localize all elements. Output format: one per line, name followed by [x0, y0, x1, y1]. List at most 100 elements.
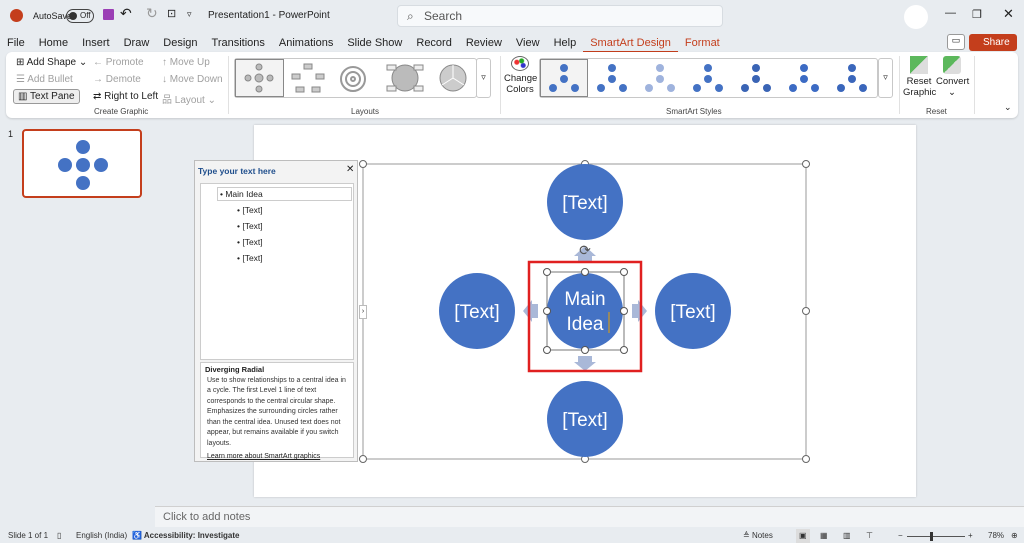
normal-view-icon[interactable]: ▣: [796, 529, 810, 543]
present-icon[interactable]: ⊡: [167, 8, 177, 20]
list-item[interactable]: • [Text]: [237, 237, 263, 247]
layout-button[interactable]: 品 Layout ⌄: [162, 95, 216, 106]
layouts-more-button[interactable]: ▿: [476, 58, 491, 98]
demote-button[interactable]: → Demote: [93, 74, 141, 85]
account-avatar[interactable]: [904, 5, 928, 29]
smartart-style-option[interactable]: [828, 59, 876, 97]
convert-button[interactable]: Convert⌄: [936, 56, 969, 98]
shape-text-center-line1[interactable]: Main: [564, 289, 605, 310]
reading-view-icon[interactable]: ▥: [843, 531, 851, 540]
tab-slide-show[interactable]: Slide Show: [347, 37, 403, 49]
add-bullet-button[interactable]: ☰ Add Bullet: [16, 74, 73, 85]
customize-qat-icon[interactable]: ▿: [187, 9, 192, 19]
powerpoint-logo-icon: [10, 9, 23, 22]
notes-button[interactable]: ≜ Notes: [743, 531, 773, 540]
arrow-left: [523, 300, 538, 322]
shape-handles[interactable]: [543, 268, 628, 354]
list-item-main[interactable]: • Main Idea: [217, 187, 352, 201]
reset-graphic-button[interactable]: Reset Graphic: [903, 56, 936, 98]
list-item[interactable]: • [Text]: [237, 221, 263, 231]
layout-pie[interactable]: [429, 59, 476, 97]
tab-help[interactable]: Help: [553, 37, 577, 49]
tab-format[interactable]: Format: [684, 37, 720, 49]
promote-button[interactable]: ← Promote: [93, 57, 144, 68]
shape-text-bottom[interactable]: [Text]: [562, 410, 607, 431]
layouts-gallery: [234, 58, 477, 98]
undo-icon[interactable]: ↶: [120, 5, 132, 21]
tab-animations[interactable]: Animations: [278, 37, 334, 49]
right-to-left-button[interactable]: ⇄ Right to Left: [93, 91, 159, 102]
slide-thumbnail[interactable]: [22, 129, 142, 198]
zoom-slider-thumb[interactable]: [930, 532, 933, 541]
shape-text-right[interactable]: [Text]: [670, 302, 715, 323]
move-up-button[interactable]: ↑ Move Up: [162, 57, 210, 68]
text-pane-toggle-button[interactable]: ›: [359, 305, 367, 319]
slide-sorter-icon[interactable]: ▦: [820, 531, 828, 540]
autosave-toggle[interactable]: Off: [66, 9, 94, 23]
restore-icon[interactable]: ❐: [972, 9, 982, 21]
zoom-in-button[interactable]: +: [968, 531, 973, 540]
collapse-ribbon-icon[interactable]: ⌄: [1004, 102, 1012, 112]
tab-record[interactable]: Record: [416, 37, 452, 49]
save-icon[interactable]: [103, 9, 114, 20]
accessibility-status[interactable]: ♿ Accessibility: Investigate: [132, 531, 240, 540]
fit-slide-icon[interactable]: ⊕: [1011, 531, 1018, 540]
add-shape-button[interactable]: ⊞ Add Shape ⌄: [16, 57, 88, 68]
spelling-icon[interactable]: ▯: [57, 531, 62, 540]
zoom-out-button[interactable]: −: [898, 531, 903, 540]
shape-text-top[interactable]: [Text]: [562, 193, 607, 214]
tab-review[interactable]: Review: [465, 37, 502, 49]
share-button[interactable]: Share: [969, 34, 1017, 51]
zoom-level[interactable]: 78%: [988, 531, 1005, 540]
search-placeholder: Search: [424, 9, 463, 23]
notes-pane[interactable]: Click to add notes: [155, 506, 1024, 527]
tab-view[interactable]: View: [515, 37, 540, 49]
search-box[interactable]: ⌕Search: [397, 5, 723, 27]
status-bar: Slide 1 of 1 ▯ English (India) ♿ Accessi…: [0, 529, 1024, 543]
smartart-style-option[interactable]: [780, 59, 828, 97]
window-title: Presentation1 - PowerPoint: [208, 10, 330, 21]
text-pane: Type your text here ✕ • Main Idea • [Tex…: [194, 160, 358, 462]
text-pane-button[interactable]: ▥ Text Pane: [13, 89, 80, 104]
rotate-handle-icon[interactable]: ⟳: [579, 242, 591, 258]
tab-file[interactable]: File: [7, 37, 25, 49]
smartart-style-option[interactable]: [732, 59, 780, 97]
thumbnail-diagram: [58, 140, 108, 190]
smartart-style-option[interactable]: [636, 59, 684, 97]
tab-insert[interactable]: Insert: [82, 37, 110, 49]
layout-target[interactable]: [332, 59, 381, 97]
zoom-slider[interactable]: [907, 536, 965, 537]
comments-button[interactable]: ▭: [947, 34, 965, 50]
shape-text-left[interactable]: [Text]: [454, 302, 499, 323]
tab-draw[interactable]: Draw: [123, 37, 150, 49]
move-down-button[interactable]: ↓ Move Down: [162, 74, 223, 85]
styles-more-button[interactable]: ▿: [878, 58, 893, 98]
slideshow-view-icon[interactable]: ⊤: [866, 531, 873, 540]
tab-transitions[interactable]: Transitions: [211, 37, 265, 49]
share-label: Share: [983, 37, 1010, 48]
autosave-label: AutoSave: [33, 11, 73, 21]
smartart-style-option[interactable]: [684, 59, 732, 97]
language-status[interactable]: English (India): [76, 531, 128, 540]
smartart-style-option[interactable]: [540, 59, 588, 97]
list-item[interactable]: • [Text]: [237, 205, 263, 215]
redo-icon[interactable]: ↻: [146, 5, 158, 21]
frame-handles[interactable]: [359, 160, 810, 463]
learn-more-link[interactable]: Learn more about SmartArt graphics: [207, 453, 321, 460]
text-pane-close-icon[interactable]: ✕: [346, 164, 355, 175]
minimize-icon[interactable]: —: [945, 7, 956, 19]
tab-home[interactable]: Home: [38, 37, 69, 49]
shape-text-center-line2[interactable]: Idea: [567, 314, 604, 335]
circle-top: [547, 164, 623, 240]
text-pane-list[interactable]: • Main Idea • [Text] • [Text] • [Text] •…: [200, 183, 354, 360]
tab-design[interactable]: Design: [163, 37, 198, 49]
layout-diverging-radial[interactable]: [235, 59, 284, 97]
arrow-right: [632, 300, 647, 322]
layout-cycle[interactable]: [284, 59, 333, 97]
layout-segmented[interactable]: [381, 59, 430, 97]
change-colors-button[interactable]: Change Colors: [504, 56, 537, 95]
list-item[interactable]: • [Text]: [237, 253, 263, 263]
smartart-style-option[interactable]: [588, 59, 636, 97]
close-window-icon[interactable]: ✕: [1003, 6, 1014, 21]
